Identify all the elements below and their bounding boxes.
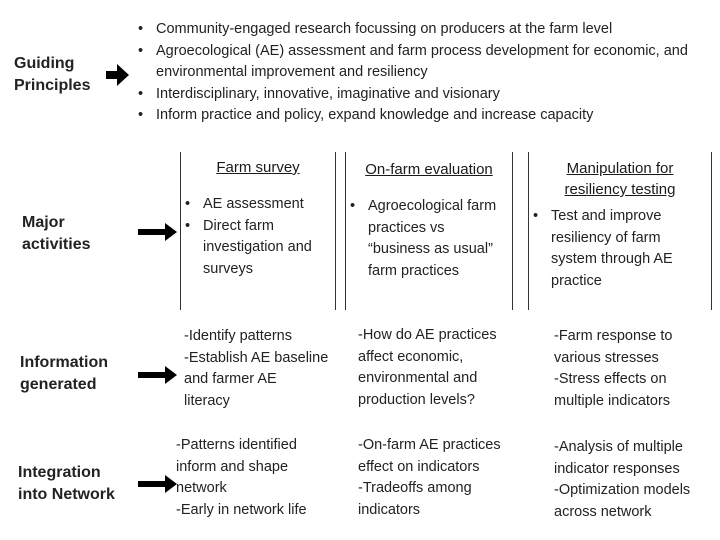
row-label-guiding-principles: Guiding Principles [14, 55, 91, 94]
column-heading-resiliency-testing: Manipulation for resiliency testing [564, 160, 676, 198]
column-heading-farm-survey: Farm survey [216, 159, 300, 176]
right-arrow-icon [138, 475, 177, 493]
principles-list: Community-engaged research focussing on … [134, 19, 714, 127]
information-resiliency-testing: -Farm response to various stresses -Stre… [554, 328, 673, 409]
integration-on-farm-evaluation: -On-farm AE practices effect on indicato… [358, 437, 501, 518]
principle-item: Agroecological (AE) assessment and farm … [134, 41, 714, 84]
information-farm-survey: -Identify patterns -Establish AE baselin… [184, 328, 329, 409]
row-label-major-activities: Major activities [22, 214, 91, 253]
right-arrow-icon [138, 366, 177, 384]
row-label-information-generated: Information generated [20, 354, 108, 393]
information-on-farm-evaluation: -How do AE practices affect economic, en… [358, 327, 497, 408]
activity-list-on-farm-evaluation: Agroecological farm practices vs “busine… [346, 196, 512, 282]
right-arrow-icon [138, 223, 177, 241]
principle-item: Interdisciplinary, innovative, imaginati… [134, 84, 714, 106]
activity-box-on-farm-evaluation: On-farm evaluation Agroecological farm p… [345, 152, 513, 310]
activity-item: Test and improve resiliency of farm syst… [529, 206, 703, 292]
row-label-integration-network: Integration into Network [18, 464, 115, 503]
principle-item: Inform practice and policy, expand knowl… [134, 105, 714, 127]
right-arrow-icon [106, 64, 129, 86]
integration-resiliency-testing: -Analysis of multiple indicator response… [554, 439, 691, 520]
integration-farm-survey: -Patterns identified inform and shape ne… [176, 437, 307, 518]
activity-item: AE assessment [181, 194, 331, 216]
activity-item: Agroecological farm practices vs “busine… [346, 196, 500, 282]
activity-item: Direct farm investigation and surveys [181, 216, 331, 281]
activity-list-resiliency-testing: Test and improve resiliency of farm syst… [529, 206, 711, 292]
activity-box-farm-survey: Farm survey AE assessment Direct farm in… [180, 152, 336, 310]
activity-list-farm-survey: AE assessment Direct farm investigation … [181, 194, 335, 280]
principle-item: Community-engaged research focussing on … [134, 19, 714, 41]
column-heading-on-farm-evaluation: On-farm evaluation [365, 161, 493, 178]
activity-box-resiliency-testing: Manipulation for resiliency testing Test… [528, 152, 712, 310]
